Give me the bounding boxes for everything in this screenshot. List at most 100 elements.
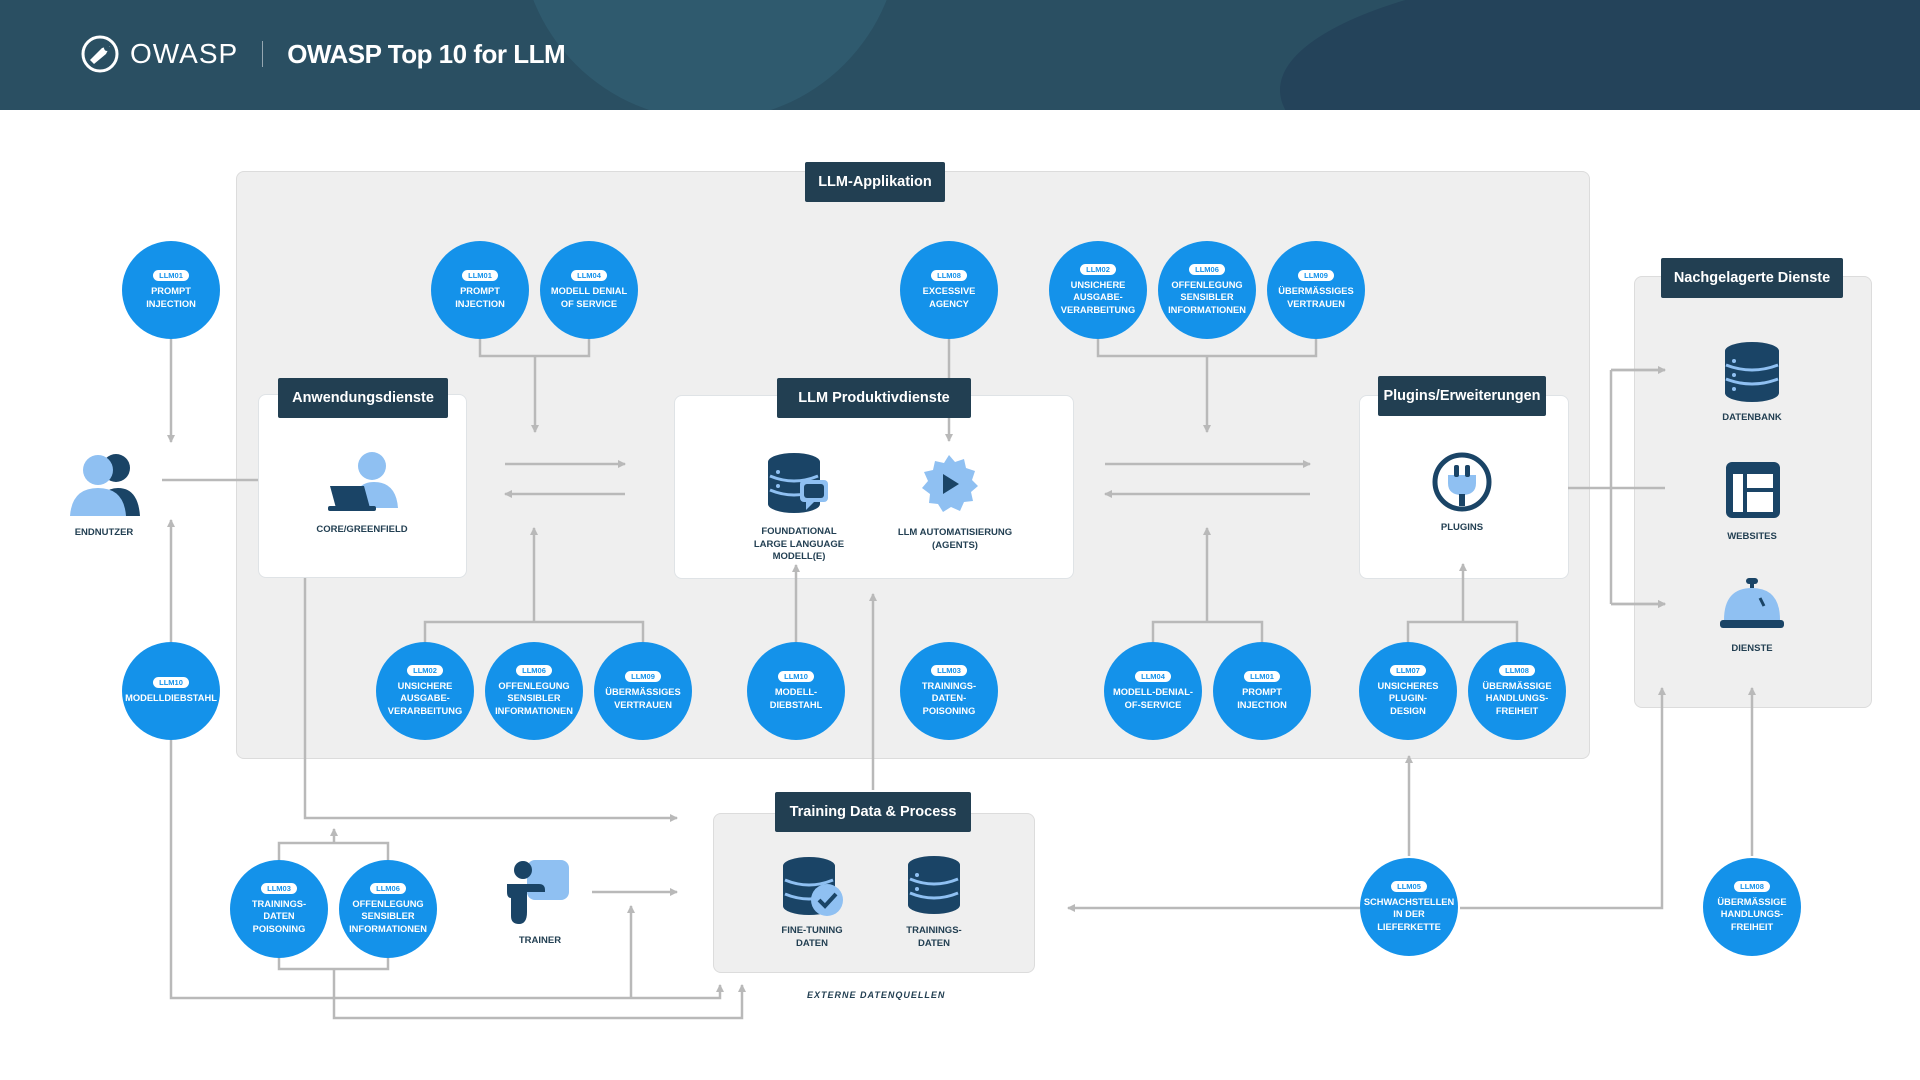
risk-label: PROMPT INJECTION	[455, 286, 505, 309]
risk-circle-llm01[interactable]: LLM01 PROMPT INJECTION	[431, 241, 529, 339]
risk-label: EXCESSIVE AGENCY	[922, 286, 976, 309]
risk-code-badge: LLM04	[1135, 671, 1171, 682]
risk-circle-llm05[interactable]: LLM05 SCHWACHSTELLEN IN DER LIEFERKETTE	[1360, 858, 1458, 956]
risk-circle-llm01[interactable]: LLM01 PROMPT INJECTION	[1213, 642, 1311, 740]
risk-circle-llm04[interactable]: LLM04 MODELL DENIAL OF SERVICE	[540, 241, 638, 339]
risk-label: SCHWACHSTELLEN IN DER LIEFERKETTE	[1363, 896, 1455, 932]
database-chat-icon	[768, 453, 828, 513]
risk-code-badge: LLM02	[1080, 263, 1116, 275]
plug-icon	[1432, 452, 1492, 512]
database-icon	[1725, 342, 1779, 402]
risk-code-badge: LLM01	[1244, 671, 1280, 682]
risk-code-badge: LLM06	[1189, 263, 1225, 275]
risk-label: OFFENLEGUNG SENSIBLER INFORMATIONEN	[349, 898, 427, 934]
risk-circle-llm06[interactable]: LLM06 OFFENLEGUNG SENSIBLER INFORMATIONE…	[485, 642, 583, 740]
tag-app-services: Anwendungsdienste	[278, 378, 448, 418]
risk-label: TRAININGS- DATEN- POISONING	[921, 680, 977, 716]
training-data-label: TRAININGS- DATEN	[906, 925, 962, 949]
risk-circle-llm06[interactable]: LLM06 OFFENLEGUNG SENSIBLER INFORMATIONE…	[339, 860, 437, 958]
risk-label: MODELLDIEBSTAHL	[125, 693, 217, 704]
header-decoration	[1280, 0, 1920, 110]
database-check-icon	[783, 857, 843, 916]
risk-code-badge: LLM08	[1499, 664, 1535, 676]
end-user-label: ENDNUTZER	[74, 527, 134, 538]
header-separator	[262, 41, 264, 67]
risk-circle-llm08[interactable]: LLM08 ÜBERMÄSSIGE HANDLUNGS- FREIHEIT	[1468, 642, 1566, 740]
risk-circle-llm02[interactable]: LLM02 UNSICHERE AUSGABE- VERARBEITUNG	[376, 642, 474, 740]
header-bar: OWASP OWASP Top 10 for LLM	[0, 0, 1920, 110]
risk-label: PROMPT INJECTION	[1237, 687, 1287, 710]
core-greenfield-label: CORE/GREENFIELD	[316, 524, 408, 535]
risk-label: UNSICHERE AUSGABE- VERARBEITUNG	[1060, 279, 1136, 315]
training-region	[713, 813, 1035, 973]
risk-circle-llm09[interactable]: LLM09 ÜBERMÄSSIGES VERTRAUEN	[1267, 241, 1365, 339]
end-user-icon	[70, 454, 140, 516]
website-icon	[1726, 462, 1780, 518]
risk-label: ÜBERMÄSSIGE HANDLUNGS- FREIHEIT	[1717, 896, 1787, 932]
risk-label: UNSICHERES PLUGIN- DESIGN	[1377, 680, 1439, 716]
database-icon	[908, 856, 960, 914]
risk-circle-llm09[interactable]: LLM09 ÜBERMÄSSIGES VERTRAUEN	[594, 642, 692, 740]
external-data-sources-label: EXTERNE DATENQUELLEN	[807, 990, 946, 1000]
user-laptop-icon	[328, 452, 398, 511]
trainer-label: TRAINER	[518, 935, 562, 946]
tag-training-data: Training Data & Process	[775, 792, 971, 832]
foundational-llm-label: FOUNDATIONAL LARGE LANGUAGE MODELL(E)	[753, 526, 845, 562]
risk-code-badge: LLM10	[778, 671, 814, 682]
llm-production-box	[674, 395, 1074, 579]
wasp-logo-icon	[81, 35, 119, 73]
services-label: DIENSTE	[1731, 643, 1773, 654]
risk-code-badge: LLM03	[931, 664, 967, 676]
risk-circle-llm10[interactable]: LLM10 MODELL- DIEBSTAHL	[747, 642, 845, 740]
risk-label: ÜBERMÄSSIGES VERTRAUEN	[1278, 286, 1354, 309]
logo-text: OWASP	[130, 38, 239, 69]
tag-downstream-services: Nachgelagerte Dienste	[1661, 258, 1843, 298]
risk-circle-llm08[interactable]: LLM08 ÜBERMÄSSIGE HANDLUNGS- FREIHEIT	[1703, 858, 1801, 956]
risk-circle-llm03[interactable]: LLM03 TRAININGS- DATEN- POISONING	[900, 642, 998, 740]
risk-circle-llm10[interactable]: LLM10 MODELLDIEBSTAHL	[122, 642, 220, 740]
risk-label: ÜBERMÄSSIGES VERTRAUEN	[605, 687, 681, 710]
risk-label: OFFENLEGUNG SENSIBLER INFORMATIONEN	[1168, 279, 1246, 315]
tag-llm-production: LLM Produktivdienste	[777, 378, 971, 418]
database-label: DATENBANK	[1722, 412, 1782, 423]
risk-label: MODELL-DENIAL- OF-SERVICE	[1112, 687, 1194, 710]
risk-code-badge: LLM02	[407, 664, 443, 676]
risk-label: TRAININGS- DATEN POISONING	[251, 898, 307, 934]
risk-label: MODELL DENIAL OF SERVICE	[550, 286, 628, 309]
risk-circle-llm01[interactable]: LLM01 PROMPT INJECTION	[122, 241, 220, 339]
trainer-icon	[507, 860, 569, 924]
risk-code-badge: LLM08	[1734, 880, 1770, 892]
websites-label: WEBSITES	[1727, 531, 1777, 542]
risk-circle-llm07[interactable]: LLM07 UNSICHERES PLUGIN- DESIGN	[1359, 642, 1457, 740]
risk-label: UNSICHERE AUSGABE- VERARBEITUNG	[387, 680, 463, 716]
risk-circle-llm04[interactable]: LLM04 MODELL-DENIAL- OF-SERVICE	[1104, 642, 1202, 740]
risk-code-badge: LLM09	[1298, 270, 1334, 281]
risk-code-badge: LLM10	[153, 677, 189, 689]
risk-code-badge: LLM05	[1391, 880, 1427, 892]
risk-label: MODELL- DIEBSTAHL	[769, 687, 823, 710]
risk-code-badge: LLM04	[571, 270, 607, 281]
page-title: OWASP Top 10 for LLM	[287, 38, 566, 69]
risk-code-badge: LLM07	[1390, 664, 1426, 676]
risk-code-badge: LLM03	[261, 882, 297, 894]
owasp-logo: OWASP OWASP Top 10 for LLM	[80, 34, 566, 74]
llm-agents-label: LLM AUTOMATISIERUNG (AGENTS)	[897, 527, 1013, 551]
plugins-label: PLUGINS	[1440, 522, 1484, 533]
risk-code-badge: LLM01	[462, 270, 498, 281]
service-bell-icon	[1720, 578, 1784, 628]
risk-code-badge: LLM01	[153, 270, 189, 281]
risk-label: PROMPT INJECTION	[146, 286, 196, 309]
risk-circle-llm03[interactable]: LLM03 TRAININGS- DATEN POISONING	[230, 860, 328, 958]
finetuning-data-label: FINE-TUNING DATEN	[781, 925, 843, 949]
risk-code-badge: LLM09	[625, 671, 661, 682]
risk-label: ÜBERMÄSSIGE HANDLUNGS- FREIHEIT	[1482, 680, 1552, 716]
risk-circle-llm06[interactable]: LLM06 OFFENLEGUNG SENSIBLER INFORMATIONE…	[1158, 241, 1256, 339]
risk-circle-llm02[interactable]: LLM02 UNSICHERE AUSGABE- VERARBEITUNG	[1049, 241, 1147, 339]
risk-code-badge: LLM06	[370, 882, 406, 894]
tag-plugins: Plugins/Erweiterungen	[1378, 376, 1546, 416]
risk-circle-llm08[interactable]: LLM08 EXCESSIVE AGENCY	[900, 241, 998, 339]
agent-gear-play-icon	[922, 455, 978, 512]
risk-code-badge: LLM06	[516, 664, 552, 676]
risk-label: OFFENLEGUNG SENSIBLER INFORMATIONEN	[495, 680, 573, 716]
